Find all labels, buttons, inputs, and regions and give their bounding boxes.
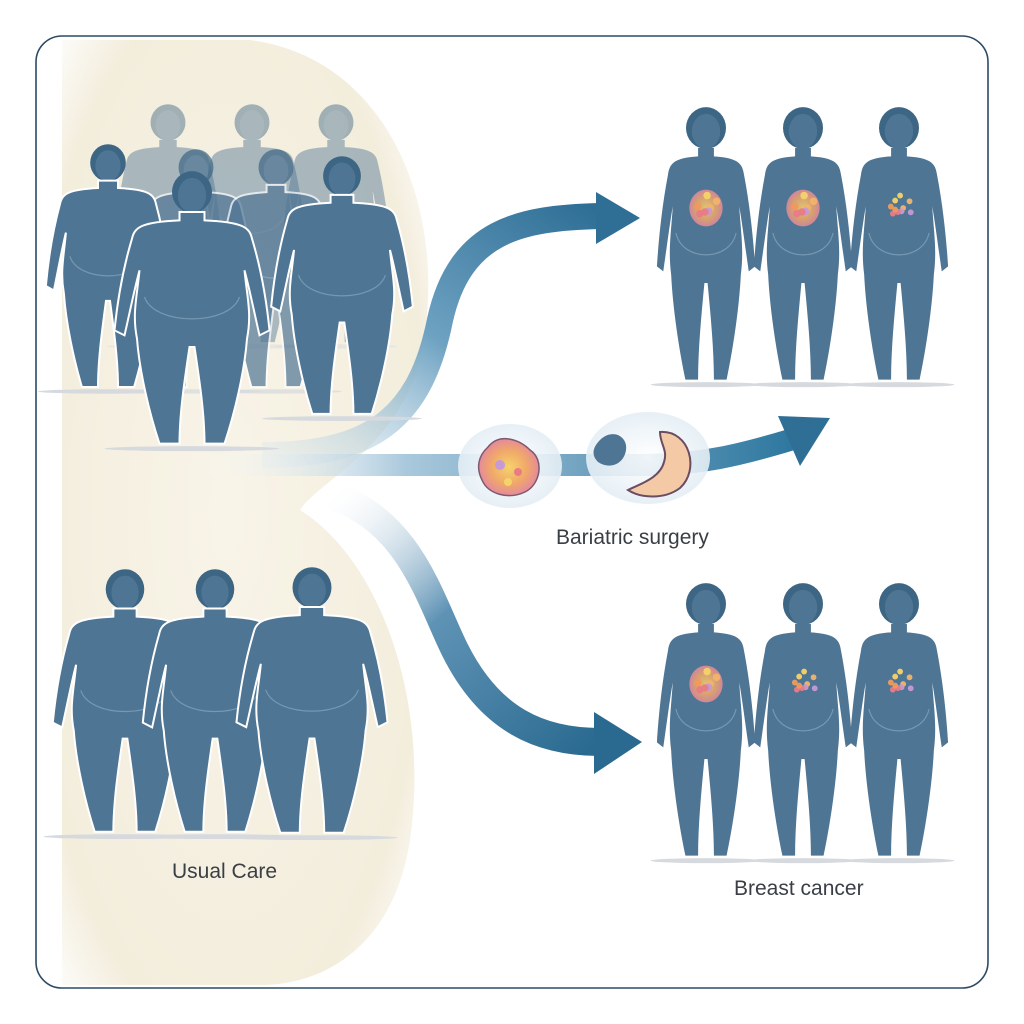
figure-cancer-1 bbox=[650, 583, 762, 864]
surgery-icon-stomach bbox=[586, 412, 710, 504]
figure-left-2 bbox=[262, 156, 422, 421]
arrow-to-surgery-head bbox=[596, 192, 640, 244]
figure-surgery-1 bbox=[650, 107, 762, 388]
figure-surgery-2-tissue bbox=[786, 189, 820, 227]
figure-surgery-1-tissue bbox=[689, 189, 723, 227]
figure-cancer-3 bbox=[843, 583, 955, 864]
figures-layer bbox=[37, 104, 955, 864]
bariatric-surgery-label: Bariatric surgery bbox=[556, 526, 709, 549]
breast-cancer-label: Breast cancer bbox=[734, 877, 864, 900]
arrow-to-cancer-head bbox=[594, 712, 642, 774]
figure-cancer-2 bbox=[747, 583, 859, 864]
figure-surgery-2 bbox=[747, 107, 859, 388]
arrow-middle-head bbox=[778, 416, 830, 466]
surgery-icon-tissue bbox=[458, 424, 562, 508]
figure-cancer-3-tissue bbox=[887, 668, 914, 693]
arrow-to-surgery bbox=[261, 203, 601, 468]
figure-cancer-1-tissue bbox=[689, 665, 723, 703]
figure-left-center bbox=[104, 171, 280, 452]
figure-surgery-3 bbox=[843, 107, 955, 388]
arrow-to-cancer bbox=[325, 481, 601, 756]
figure-cancer-2-tissue bbox=[791, 668, 818, 693]
figure-surgery-3-tissue bbox=[887, 192, 914, 217]
figure-usual-3 bbox=[226, 567, 398, 841]
usual-care-label: Usual Care bbox=[172, 860, 278, 883]
